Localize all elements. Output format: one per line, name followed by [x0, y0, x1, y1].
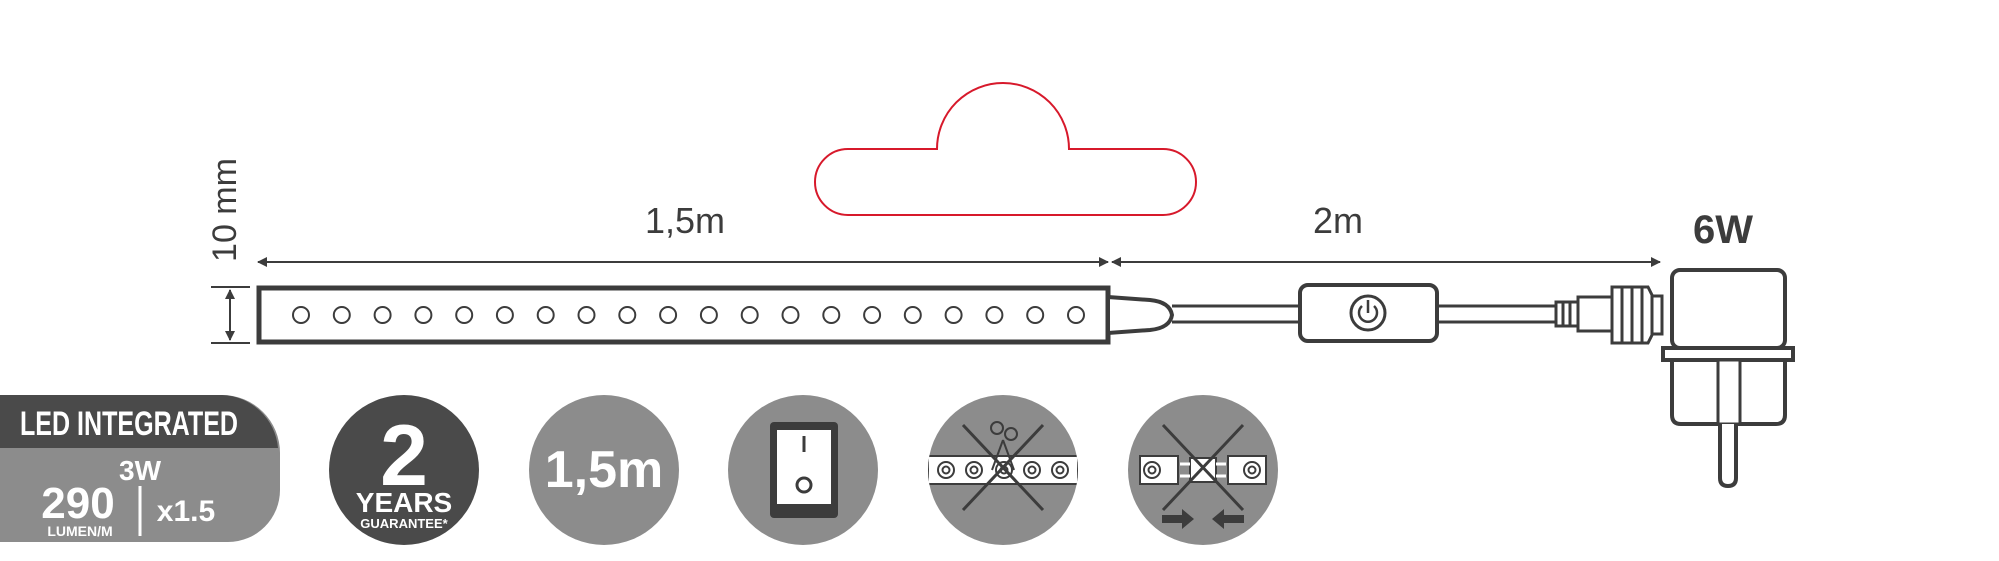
- led-dot: [1026, 306, 1045, 324]
- led-dot: [1067, 306, 1085, 324]
- led-dot: [577, 306, 596, 324]
- cable-length-label: 2m: [1313, 200, 1363, 241]
- tag-outline-icon: [814, 82, 1197, 216]
- led-dot: [332, 306, 351, 324]
- led-dots: [292, 306, 1085, 324]
- led-dot: [944, 306, 963, 324]
- led-dot: [903, 306, 922, 324]
- led-lumen-value: 290: [41, 479, 114, 528]
- strip-end-cap: [1106, 294, 1175, 336]
- led-dot: [699, 306, 718, 324]
- led-dot: [455, 306, 474, 324]
- scissors-icon: [990, 421, 1018, 471]
- guarantee-badge: 2 YEARS GUARANTEE*: [329, 395, 479, 545]
- power-label: 6W: [1693, 208, 1753, 252]
- led-lumen-unit: LUMEN/M: [47, 523, 112, 539]
- led-integrated-badge: LED INTEGRATED 3W 290 LUMEN/M x1.5: [0, 395, 280, 542]
- led-dot: [822, 306, 841, 324]
- length-badge-label: 1,5m: [545, 441, 664, 499]
- led-dot: [781, 306, 800, 324]
- led-dot: [659, 306, 678, 324]
- strip-length-label: 1,5m: [645, 200, 725, 241]
- led-multiplier: x1.5: [157, 495, 215, 528]
- led-dot: [414, 306, 433, 324]
- switch-badge: [728, 395, 878, 545]
- plug-adapter-icon: [1661, 268, 1795, 489]
- on-off-switch-icon: [770, 422, 838, 518]
- guarantee-number: 2: [380, 408, 428, 504]
- led-dot: [863, 306, 882, 324]
- height-label: 10 mm: [206, 158, 244, 262]
- led-dot: [373, 306, 392, 324]
- connector: [1554, 285, 1664, 345]
- led-dot: [495, 306, 514, 324]
- led-dot: [985, 306, 1004, 324]
- led-dot: [740, 306, 759, 324]
- led-dot: [292, 306, 310, 324]
- no-cutting-badge: [928, 395, 1078, 545]
- join-arrows-icon: [1162, 509, 1244, 529]
- led-wattage: 3W: [119, 455, 162, 486]
- power-button-icon: [1349, 294, 1387, 332]
- no-connecting-cross-b: [1161, 423, 1245, 512]
- guarantee-years: YEARS: [356, 487, 452, 518]
- guarantee-text: GUARANTEE*: [360, 516, 448, 531]
- no-connecting-badge: [1128, 395, 1278, 545]
- length-badge: 1,5m: [529, 395, 679, 545]
- led-dot: [536, 306, 555, 324]
- no-cutting-cross-b: [961, 423, 1045, 512]
- led-integrated-title: LED INTEGRATED: [20, 405, 238, 443]
- led-dot: [618, 306, 637, 324]
